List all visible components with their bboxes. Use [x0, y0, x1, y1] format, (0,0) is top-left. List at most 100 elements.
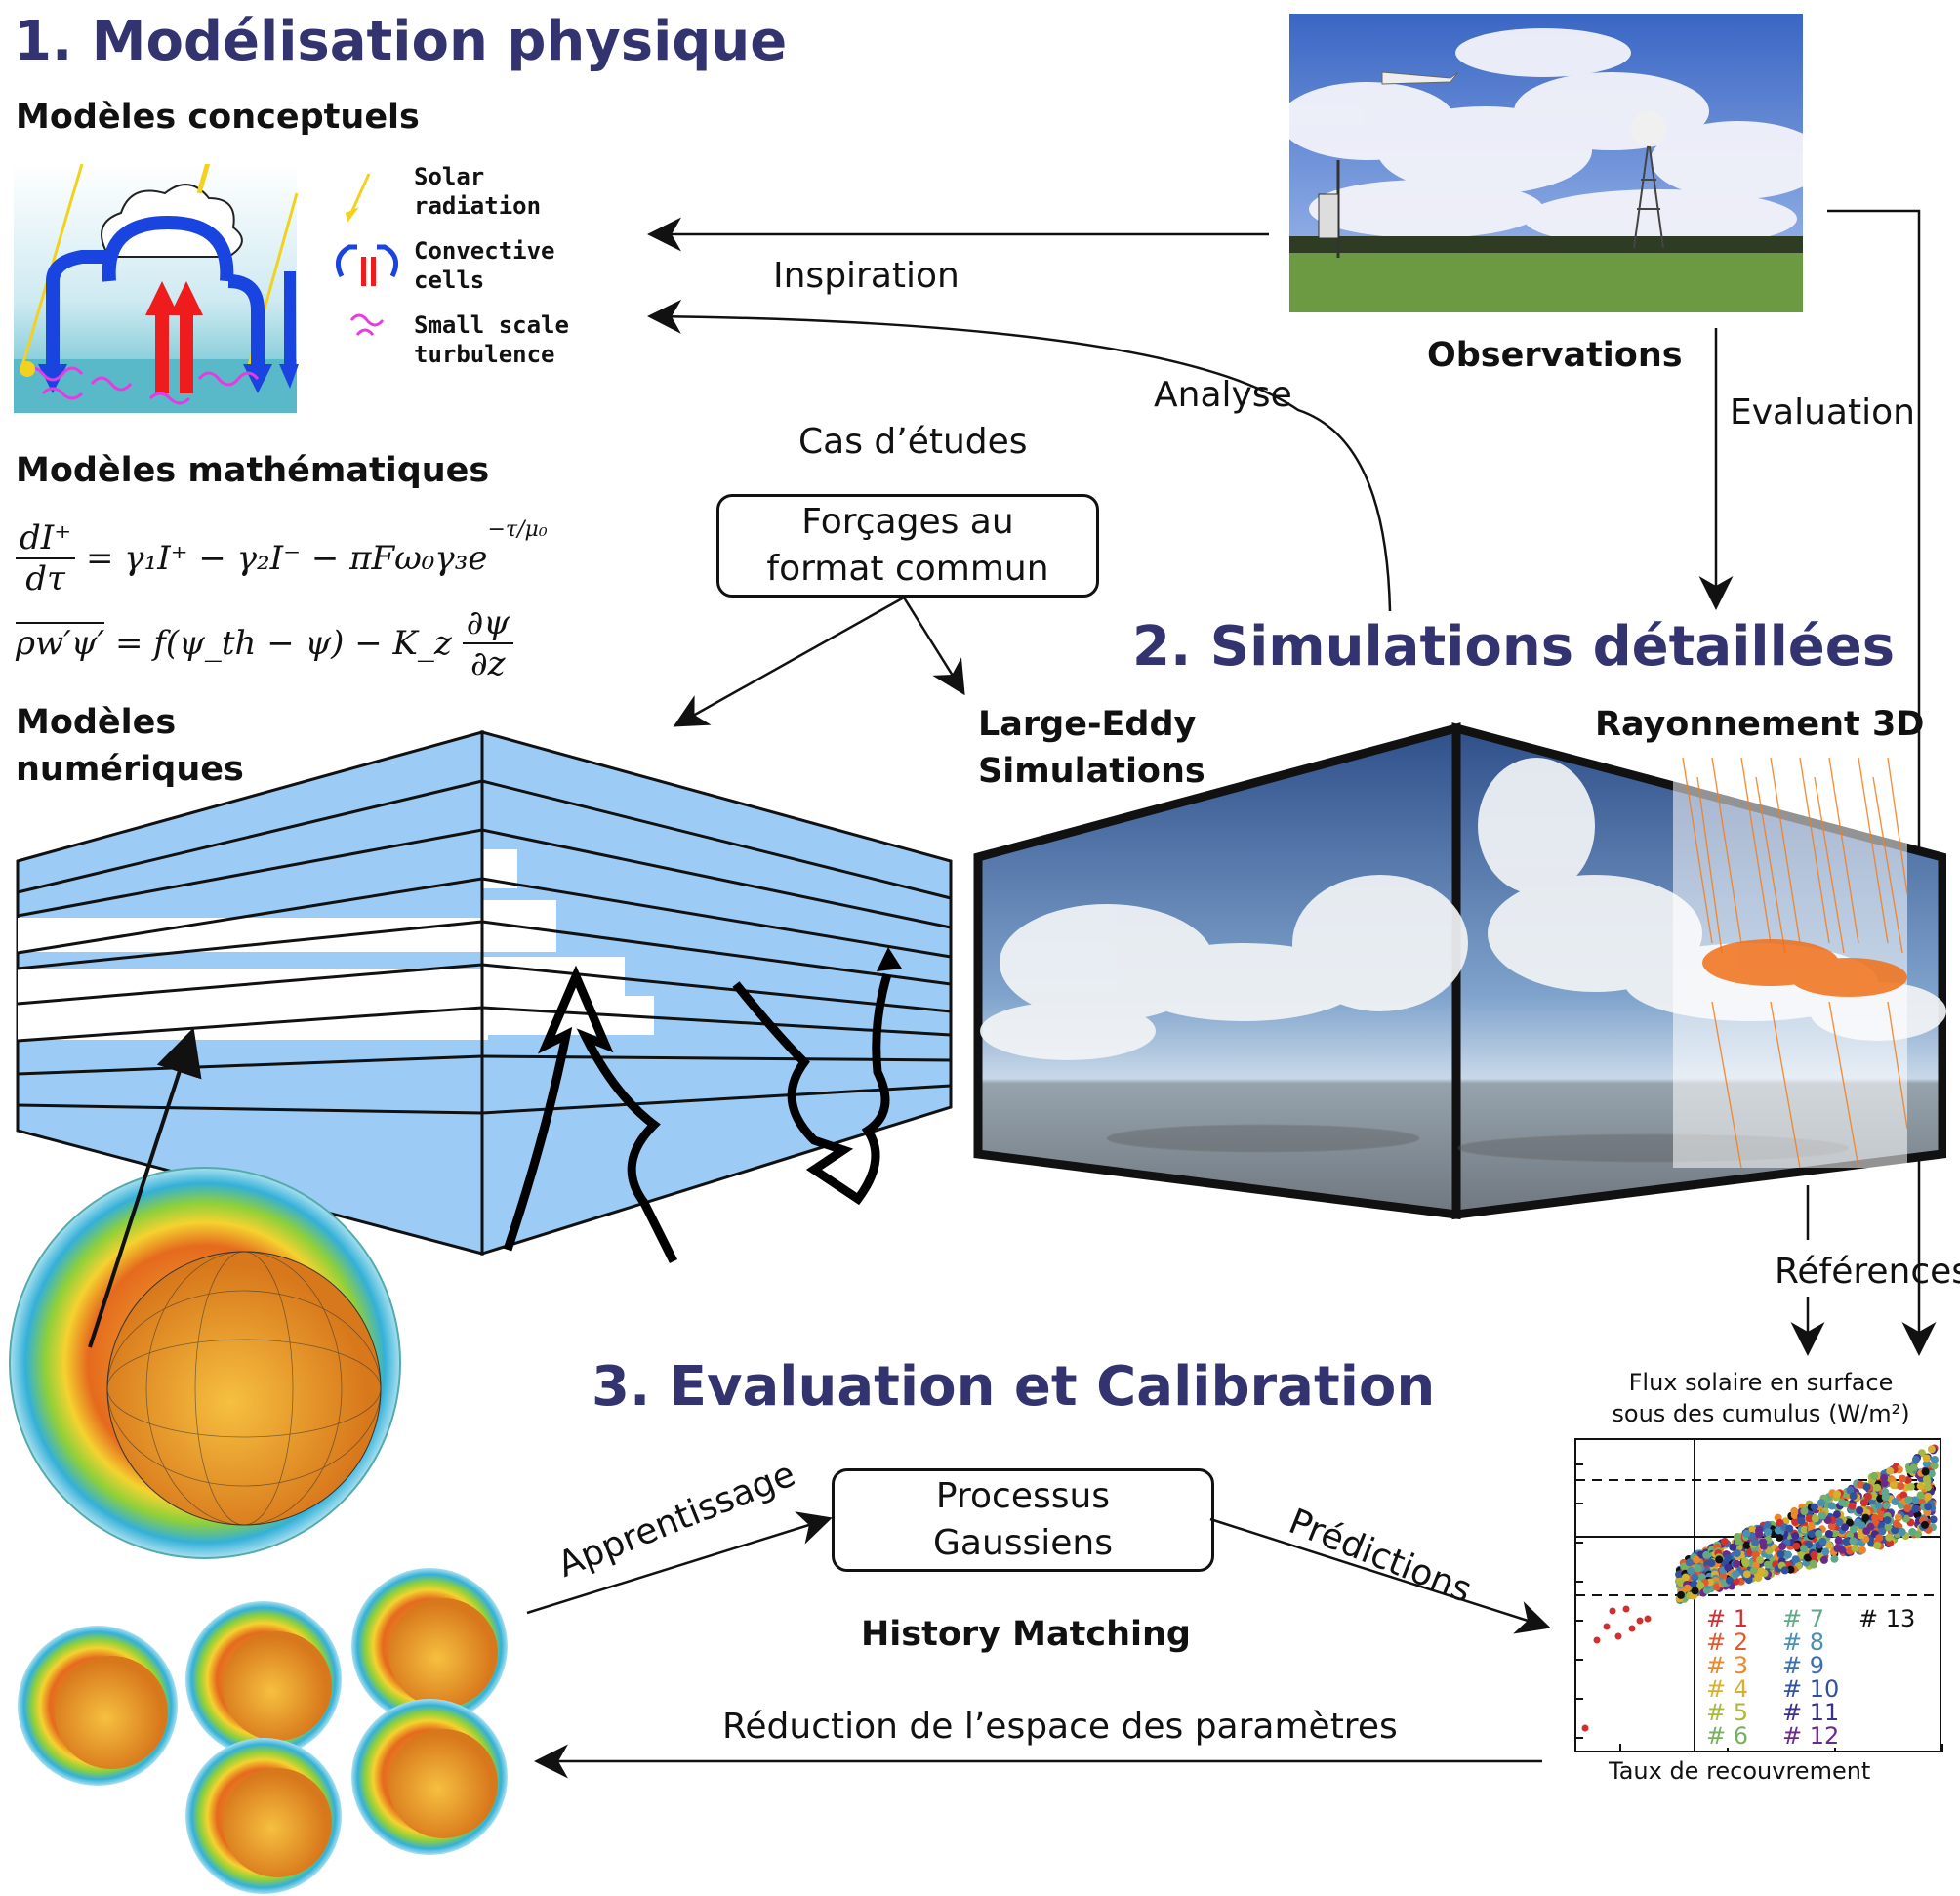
- legend-solar-1: Solar: [414, 163, 485, 190]
- data-point: [1882, 1502, 1891, 1510]
- data-point: [1834, 1536, 1843, 1545]
- data-point: [1849, 1492, 1858, 1501]
- data-point: [1644, 1615, 1652, 1623]
- section-2-title: 2. Simulations détaillées: [1132, 615, 1896, 679]
- references-label: Références: [1775, 1252, 1960, 1292]
- data-point: [1832, 1510, 1841, 1519]
- data-point: [1603, 1623, 1611, 1630]
- data-point: [1734, 1537, 1742, 1546]
- data-point: [1848, 1502, 1857, 1510]
- data-point: [1908, 1528, 1917, 1536]
- data-point: [1810, 1560, 1818, 1569]
- data-point: [1927, 1469, 1936, 1478]
- conceptual-model-picture: [14, 164, 299, 413]
- data-point: [1830, 1554, 1839, 1563]
- data-point: [1751, 1539, 1760, 1546]
- eq1-exponent: −τ/μ₀: [487, 517, 548, 542]
- legend-entry: # 9: [1782, 1652, 1824, 1679]
- data-point: [1825, 1541, 1834, 1549]
- legend-entry: # 8: [1782, 1628, 1824, 1656]
- data-point: [1675, 1570, 1684, 1579]
- data-point: [1778, 1542, 1787, 1550]
- data-point: [1889, 1481, 1898, 1490]
- data-point: [1800, 1525, 1809, 1534]
- chart-xlabel: Taux de recouvrement: [1609, 1757, 1871, 1785]
- data-point: [1883, 1516, 1892, 1525]
- data-point: [1780, 1566, 1789, 1575]
- data-point: [1783, 1550, 1792, 1559]
- data-point: [1921, 1520, 1929, 1529]
- legend-entry: # 3: [1706, 1652, 1748, 1679]
- data-point: [1930, 1456, 1939, 1463]
- data-point: [1741, 1559, 1750, 1568]
- data-point: [1857, 1480, 1865, 1489]
- data-point: [1765, 1546, 1774, 1555]
- data-point: [1897, 1482, 1905, 1491]
- data-point: [1877, 1513, 1886, 1522]
- data-point: [1694, 1564, 1702, 1573]
- les-simulation-box: [973, 722, 1946, 1220]
- les-label-1: Large-Eddy: [978, 705, 1197, 744]
- section-1-title: 1. Modélisation physique: [14, 10, 788, 73]
- data-point: [1874, 1502, 1883, 1510]
- legend-entry: # 13: [1858, 1605, 1915, 1632]
- data-point: [1593, 1636, 1601, 1644]
- data-point: [1904, 1496, 1913, 1504]
- data-point: [1732, 1570, 1740, 1579]
- data-point: [1581, 1724, 1589, 1732]
- data-point: [1846, 1531, 1855, 1540]
- data-point: [1636, 1617, 1644, 1625]
- data-point: [1763, 1521, 1772, 1529]
- data-point: [1828, 1502, 1836, 1510]
- data-point: [1911, 1496, 1920, 1504]
- data-point: [1687, 1566, 1695, 1575]
- data-point: [1797, 1550, 1806, 1559]
- data-point: [1791, 1517, 1800, 1526]
- data-point: [1929, 1515, 1938, 1524]
- data-point: [1838, 1546, 1847, 1554]
- data-point: [1690, 1580, 1698, 1588]
- data-point: [1898, 1528, 1906, 1537]
- eq1-denominator: dτ: [25, 559, 65, 598]
- data-point: [1849, 1537, 1858, 1546]
- legend-entry: # 7: [1782, 1605, 1824, 1632]
- predictions-label: Prédictions: [1283, 1502, 1478, 1612]
- legend-conv-1: Convective: [414, 237, 555, 265]
- data-point: [1903, 1504, 1912, 1513]
- data-point: [1774, 1526, 1782, 1535]
- data-point: [1808, 1530, 1816, 1539]
- data-point: [1685, 1558, 1694, 1567]
- legend-turb-1: Small scale: [414, 311, 569, 339]
- data-point: [1827, 1522, 1836, 1531]
- data-point: [1609, 1607, 1616, 1615]
- data-point: [1696, 1581, 1705, 1589]
- data-point: [1681, 1573, 1690, 1582]
- data-point: [1891, 1526, 1899, 1535]
- section-3-title: 3. Evaluation et Calibration: [592, 1355, 1436, 1419]
- data-point: [1764, 1528, 1773, 1536]
- data-point: [1899, 1474, 1906, 1483]
- parameter-space-reduction-label: Réduction de l’espace des paramètres: [722, 1707, 1398, 1747]
- inspiration-label: Inspiration: [773, 256, 960, 296]
- data-point: [1878, 1527, 1887, 1536]
- data-point: [1757, 1567, 1766, 1576]
- data-point: [1830, 1529, 1839, 1538]
- data-point: [1749, 1566, 1758, 1575]
- eq2-denominator: ∂z: [470, 644, 506, 683]
- numerical-models-label-1: Modèles: [16, 703, 177, 742]
- data-point: [1924, 1492, 1933, 1501]
- equation-2: ρw′ψ′ = f(ψ_th − ψ) − K_z ∂ψ ∂z: [16, 603, 513, 683]
- data-point: [1842, 1538, 1851, 1546]
- data-point: [1729, 1543, 1737, 1551]
- data-point: [1691, 1587, 1699, 1595]
- data-point: [1818, 1511, 1827, 1520]
- data-point: [1691, 1573, 1699, 1582]
- evaluation-label: Evaluation: [1730, 392, 1915, 433]
- forcings-box: Forçages au format commun: [716, 494, 1099, 598]
- data-point: [1748, 1525, 1757, 1534]
- data-point: [1880, 1479, 1889, 1488]
- data-point: [1892, 1519, 1900, 1528]
- legend-entry: # 5: [1706, 1699, 1748, 1726]
- data-point: [1841, 1523, 1849, 1532]
- data-point: [1922, 1454, 1931, 1463]
